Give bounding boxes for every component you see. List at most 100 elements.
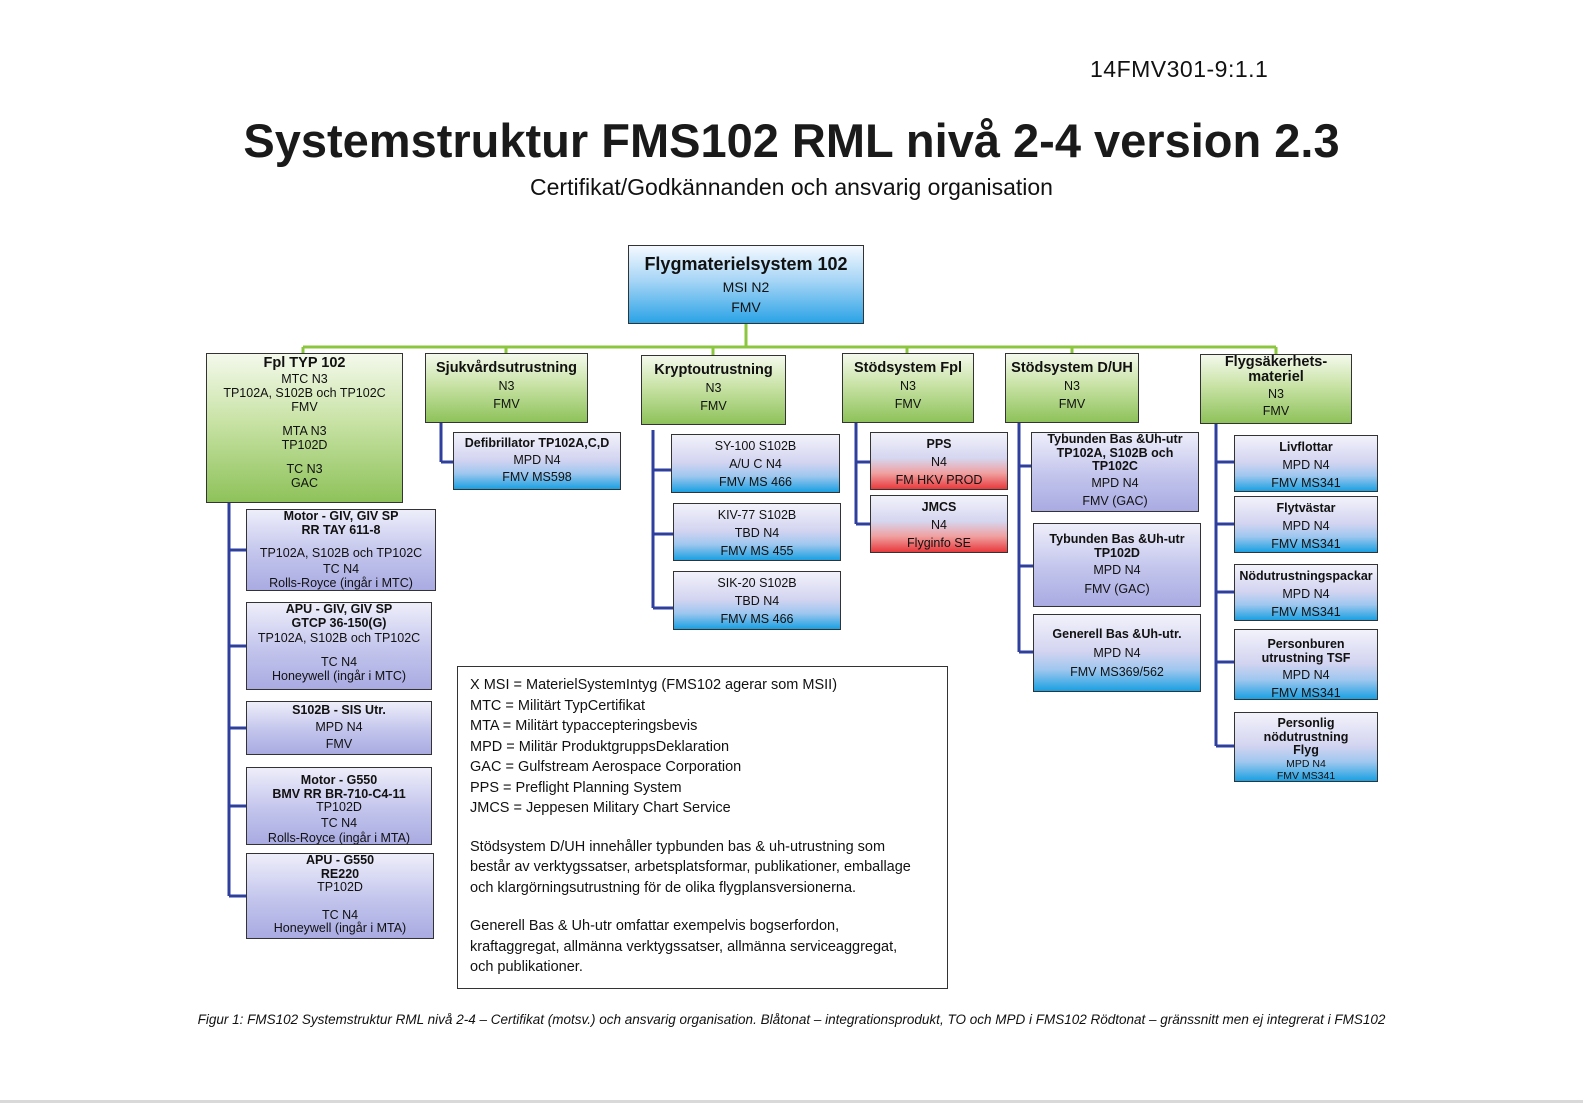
- node-line: FMV: [325, 737, 353, 751]
- node-line: FMV MS 466: [719, 475, 792, 489]
- node-title: Generell Bas &Uh-utr.: [1052, 627, 1182, 641]
- node-line: MPD N4: [1093, 563, 1141, 577]
- node-title: Flygsäkerhets-materiel: [1224, 354, 1328, 385]
- node-line: [247, 537, 435, 545]
- legend-paragraph-line: kraftaggregat, allmänna verktygssatser, …: [470, 938, 898, 955]
- node-line: MPD N4: [1093, 646, 1141, 660]
- node-livflottar: Livflottar MPD N4 FMV MS341: [1234, 435, 1378, 492]
- node-line: TC N4: [320, 815, 358, 830]
- node-line: TP102D: [317, 880, 363, 894]
- legend-paragraph-line: består av verktygssatser, arbetsplatsfor…: [470, 859, 911, 875]
- node-title: TP102A, S102B och: [1056, 445, 1174, 460]
- node-title: Flytvästar: [1276, 501, 1336, 515]
- legend-line: MPD = Militär ProduktgruppsDeklaration: [470, 738, 730, 755]
- node-title: S102B - SIS Utr.: [292, 703, 386, 717]
- node-generell-bas: Generell Bas &Uh-utr. MPD N4 FMV MS369/5…: [1033, 614, 1201, 692]
- node-line: MPD N4: [1282, 668, 1330, 682]
- document-id: 14FMV301-9:1.1: [1090, 56, 1269, 82]
- node-jmcs: JMCS N4 Flyginfo SE: [870, 495, 1008, 553]
- node-title: APU - G550: [305, 853, 375, 867]
- node-typbunden-d: Tybunden Bas &Uh-utr TP102D MPD N4 FMV (…: [1033, 523, 1201, 607]
- node-line: FMV MS341: [1276, 769, 1336, 782]
- node-title: Motor - GIV, GIV SP: [283, 509, 399, 523]
- legend-line: GAC = Gulfstream Aerospace Corporation: [470, 759, 742, 775]
- node-title: BMV RR BR-710-C4-11: [272, 786, 406, 801]
- node-line: TP102A, S102B och TP102C: [223, 386, 386, 400]
- node-flygsakerhetsmateriel: Flygsäkerhets-materiel N3 FMV: [1200, 354, 1352, 424]
- node-title: Motor - G550: [300, 773, 378, 787]
- node-fpl-typ-102: Fpl TYP 102 MTC N3 TP102A, S102B och TP1…: [206, 353, 403, 503]
- node-line: [207, 414, 402, 424]
- node-line: MTC N3: [281, 372, 328, 386]
- page-subtitle: Certifikat/Godkännanden och ansvarig org…: [530, 174, 1053, 200]
- node-line: SIK-20 S102B: [717, 576, 797, 590]
- node-line: N3: [705, 381, 722, 395]
- node-title: Personlig: [1277, 716, 1335, 730]
- page-title: Systemstruktur FMS102 RML nivå 2-4 versi…: [243, 114, 1340, 167]
- node-kiv-77: KIV-77 S102B TBD N4 FMV MS 455: [673, 503, 841, 561]
- node-line: MPD N4: [1282, 519, 1330, 533]
- footer-divider: [0, 1100, 1583, 1103]
- node-line: TC N3: [286, 462, 323, 476]
- legend-line: X MSI = MaterielSystemIntyg (FMS102 ager…: [470, 677, 838, 693]
- node-title: Stödsystem D/UH: [1011, 360, 1133, 376]
- node-title: Nödutrustningspackar: [1239, 569, 1373, 583]
- node-title: Tybunden Bas &Uh-utr: [1047, 432, 1183, 446]
- node-line: TBD N4: [734, 594, 780, 608]
- legend-paragraph-line: Stödsystem D/UH innehåller typbunden bas…: [470, 838, 886, 855]
- node-line: FMV MS341: [1271, 686, 1341, 700]
- node-line: Honeywell (ingår i MTC): [271, 668, 407, 683]
- node-title: utrustning TSF: [1261, 651, 1351, 665]
- node-apu-giv: APU - GIV, GIV SP GTCP 36-150(G) TP102A,…: [246, 602, 432, 690]
- node-line: FMV MS 466: [720, 612, 794, 626]
- node-line: Flyginfo SE: [907, 536, 971, 550]
- node-line: Honeywell (ingår i MTA): [273, 921, 407, 935]
- node-nodutrustningspackar: Nödutrustningspackar MPD N4 FMV MS341: [1234, 564, 1378, 621]
- node-title: TP102C: [1092, 459, 1138, 473]
- node-line: FMV MS341: [1271, 537, 1341, 551]
- node-personlig-nodutrustning: Personlig nödutrustning Flyg MPD N4 FMV …: [1234, 712, 1378, 782]
- node-line: FMV MS598: [502, 470, 572, 484]
- legend-line: MTA = Militärt typaccepteringsbevis: [470, 718, 698, 734]
- blue-connectors: [227, 422, 1234, 898]
- node-apu-g550: APU - G550 RE220 TP102D TC N4 Honeywell …: [246, 853, 434, 939]
- node-line: MPD N4: [513, 453, 561, 467]
- node-title: GTCP 36-150(G): [291, 615, 387, 630]
- node-title: Personburen: [1267, 637, 1345, 651]
- node-line: FMV: [1058, 397, 1086, 411]
- node-title: Flygmaterielsystem 102: [644, 254, 848, 274]
- node-sjukvardsutrustning: Sjukvårdsutrustning N3 FMV: [425, 353, 588, 423]
- node-title: TP102D: [1094, 546, 1140, 560]
- node-kryptoutrustning: Kryptoutrustning N3 FMV: [641, 355, 786, 425]
- legend-paragraph-line: och klargörningsutrustning för de olika …: [470, 879, 857, 896]
- node-line: MPD N4: [1282, 587, 1330, 601]
- legend-line: JMCS = Jeppesen Military Chart Service: [470, 800, 731, 816]
- node-title: PPS: [926, 437, 952, 451]
- node-line: FMV MS341: [1271, 605, 1341, 619]
- node-stodsystem-fpl: Stödsystem Fpl N3 FMV: [842, 353, 974, 423]
- node-line: TP102A, S102B och TP102C: [259, 546, 423, 560]
- node-line: Rolls-Royce (ingår i MTC): [269, 576, 413, 590]
- node-title: APU - GIV, GIV SP: [285, 602, 393, 616]
- node-line: TC N4: [321, 907, 359, 922]
- node-line: FMV: [493, 397, 520, 411]
- node-line: FMV (GAC): [1084, 582, 1150, 596]
- legend-paragraph-line: och publikationer.: [470, 959, 583, 975]
- node-s102b-sis: S102B - SIS Utr. MPD N4 FMV: [246, 701, 432, 755]
- node-line: TC N4: [320, 655, 358, 669]
- node-title: nödutrustning: [1263, 729, 1349, 744]
- node-line: Rolls-Royce (ingår i MTA): [267, 830, 411, 845]
- node-flygmaterielsystem-102: Flygmaterielsystem 102 MSI N2 FMV: [628, 245, 864, 324]
- node-line: MPD N4: [1282, 458, 1330, 472]
- node-line: FMV MS341: [1271, 476, 1341, 490]
- node-title: JMCS: [921, 500, 957, 514]
- node-title: Flyg: [1293, 743, 1319, 757]
- node-line: TP102D: [281, 438, 328, 452]
- node-line: FMV: [894, 397, 922, 411]
- node-line: [207, 452, 402, 462]
- node-line: FMV: [731, 299, 761, 315]
- node-title: Stödsystem Fpl: [854, 360, 962, 376]
- node-line: FMV MS369/562: [1070, 665, 1164, 679]
- node-line: TP102D: [316, 800, 362, 814]
